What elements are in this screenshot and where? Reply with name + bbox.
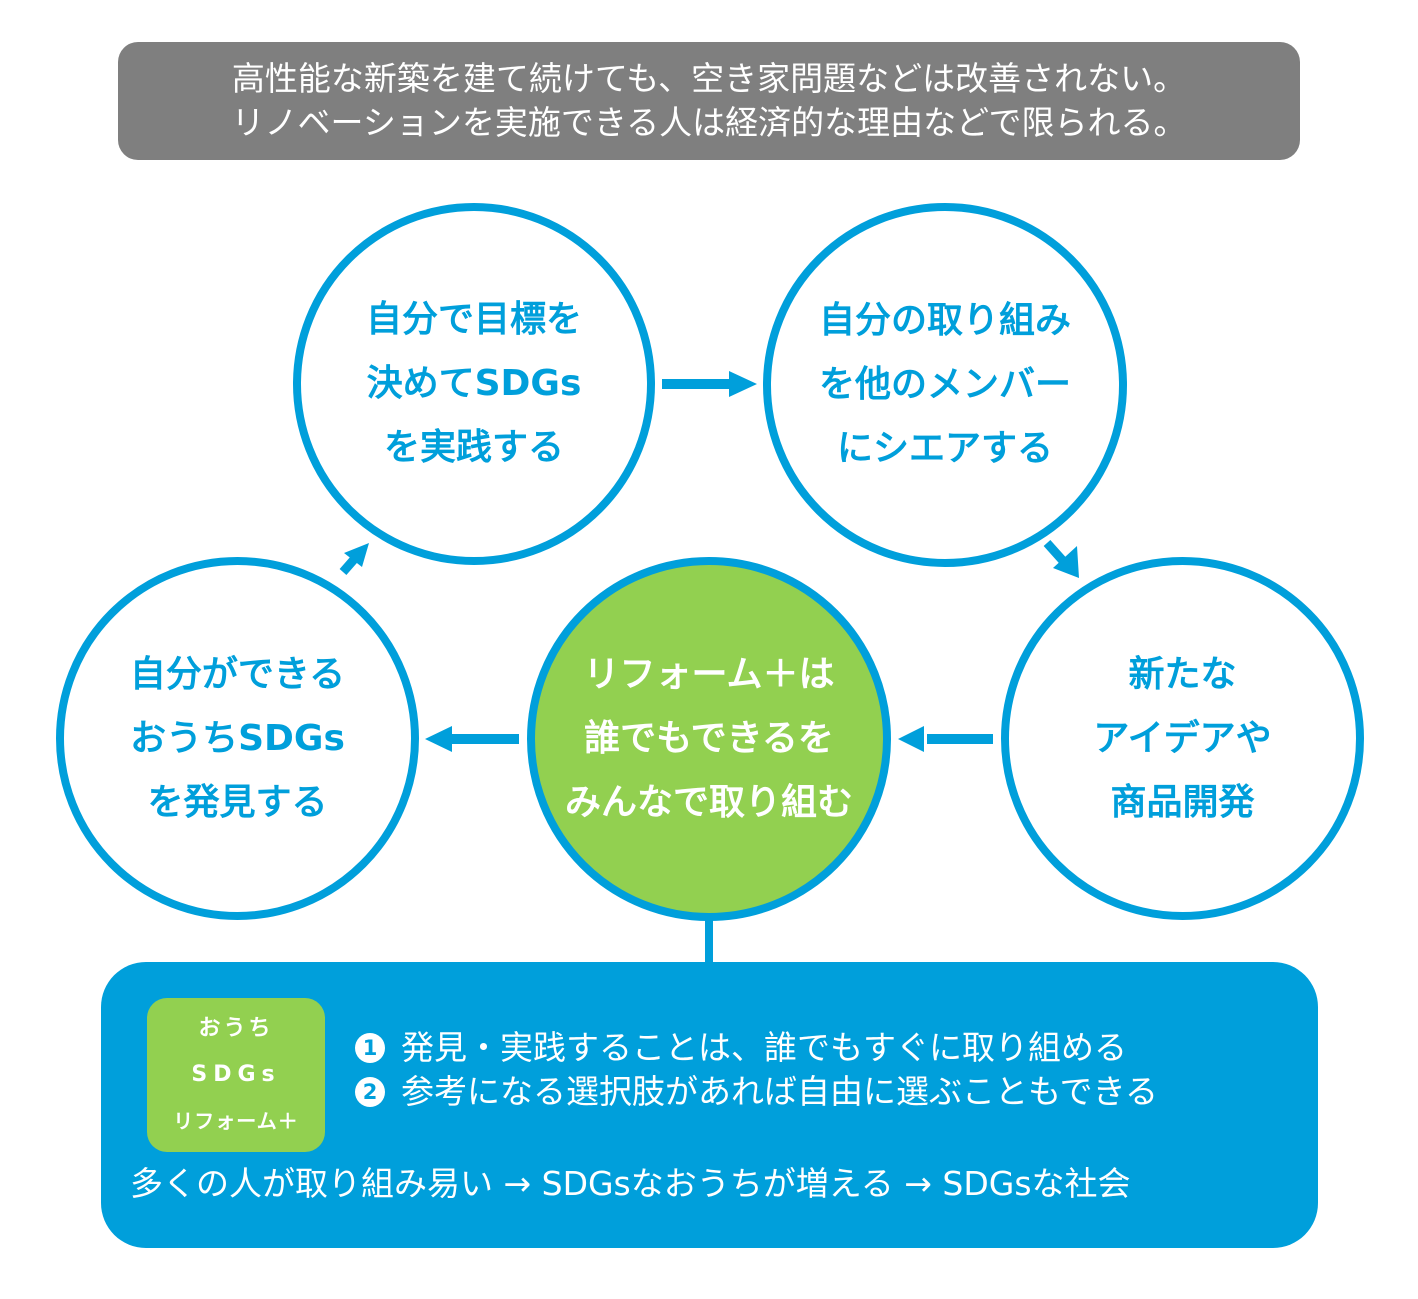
summary-text: 多くの人が取り組み易い → SDGsなおうちが増える → SDGsな社会 bbox=[130, 1164, 1131, 1203]
ouchi-sdgs-badge: おうち SDGs リフォーム＋ bbox=[147, 998, 325, 1152]
node-text: を発見する bbox=[147, 781, 328, 823]
node-practice: 自分で目標を 決めてSDGs を実践する bbox=[293, 203, 655, 565]
node-develop: 新たな アイデアや 商品開発 bbox=[1001, 557, 1364, 920]
badge-line-3: リフォーム＋ bbox=[173, 1109, 299, 1133]
connector-line bbox=[705, 918, 713, 966]
problem-statement-banner: 高性能な新築を建て続けても、空き家問題などは改善されない。 リノベーションを実施… bbox=[118, 42, 1300, 160]
node-text: 新たな bbox=[1128, 653, 1237, 695]
node-text: にシエアする bbox=[836, 428, 1053, 469]
number-1-icon: 1 bbox=[355, 1033, 385, 1063]
node-discover: 自分ができる おうちSDGs を発見する bbox=[56, 557, 419, 920]
point-item-1: 1 発見・実践することは、誰でもすぐに取り組める bbox=[355, 1026, 1127, 1070]
node-text: おうちSDGs bbox=[130, 717, 345, 759]
node-text: 決めてSDGs bbox=[366, 363, 582, 404]
node-text: 自分で目標を bbox=[365, 299, 582, 340]
node-text: を実践する bbox=[383, 427, 564, 468]
arrow-left-icon bbox=[425, 726, 519, 752]
badge-line-2: SDGs bbox=[191, 1062, 281, 1087]
number-2-icon: 2 bbox=[355, 1077, 385, 1107]
badge-line-1: おうち bbox=[198, 1016, 274, 1041]
point-text: 発見・実践することは、誰でもすぐに取り組める bbox=[401, 1028, 1127, 1067]
node-text: 誰でもできるを bbox=[584, 718, 834, 759]
banner-line-1: 高性能な新築を建て続けても、空き家問題などは改善されない。 bbox=[231, 59, 1187, 98]
node-share: 自分の取り組み を他のメンバー にシエアする bbox=[763, 203, 1127, 567]
arrow-up-right-icon bbox=[339, 543, 369, 575]
node-text: 自分ができる bbox=[129, 653, 346, 695]
arrow-left-icon bbox=[898, 726, 993, 752]
node-text: アイデアや bbox=[1093, 717, 1272, 759]
node-text: みんなで取り組む bbox=[564, 782, 853, 823]
node-text: リフォーム＋は bbox=[583, 654, 835, 695]
point-text: 参考になる選択肢があれば自由に選ぶこともできる bbox=[401, 1072, 1159, 1111]
point-item-2: 2 参考になる選択肢があれば自由に選ぶこともできる bbox=[355, 1070, 1158, 1114]
node-center: リフォーム＋は 誰でもできるを みんなで取り組む bbox=[527, 557, 891, 921]
arrow-right-icon bbox=[662, 371, 757, 397]
arrow-down-right-icon bbox=[1043, 539, 1079, 578]
node-text: 自分の取り組み bbox=[818, 300, 1071, 341]
node-text: を他のメンバー bbox=[818, 364, 1071, 405]
banner-line-2: リノベーションを実施できる人は経済的な理由などで限られる。 bbox=[231, 103, 1187, 142]
node-text: 商品開発 bbox=[1110, 781, 1255, 823]
